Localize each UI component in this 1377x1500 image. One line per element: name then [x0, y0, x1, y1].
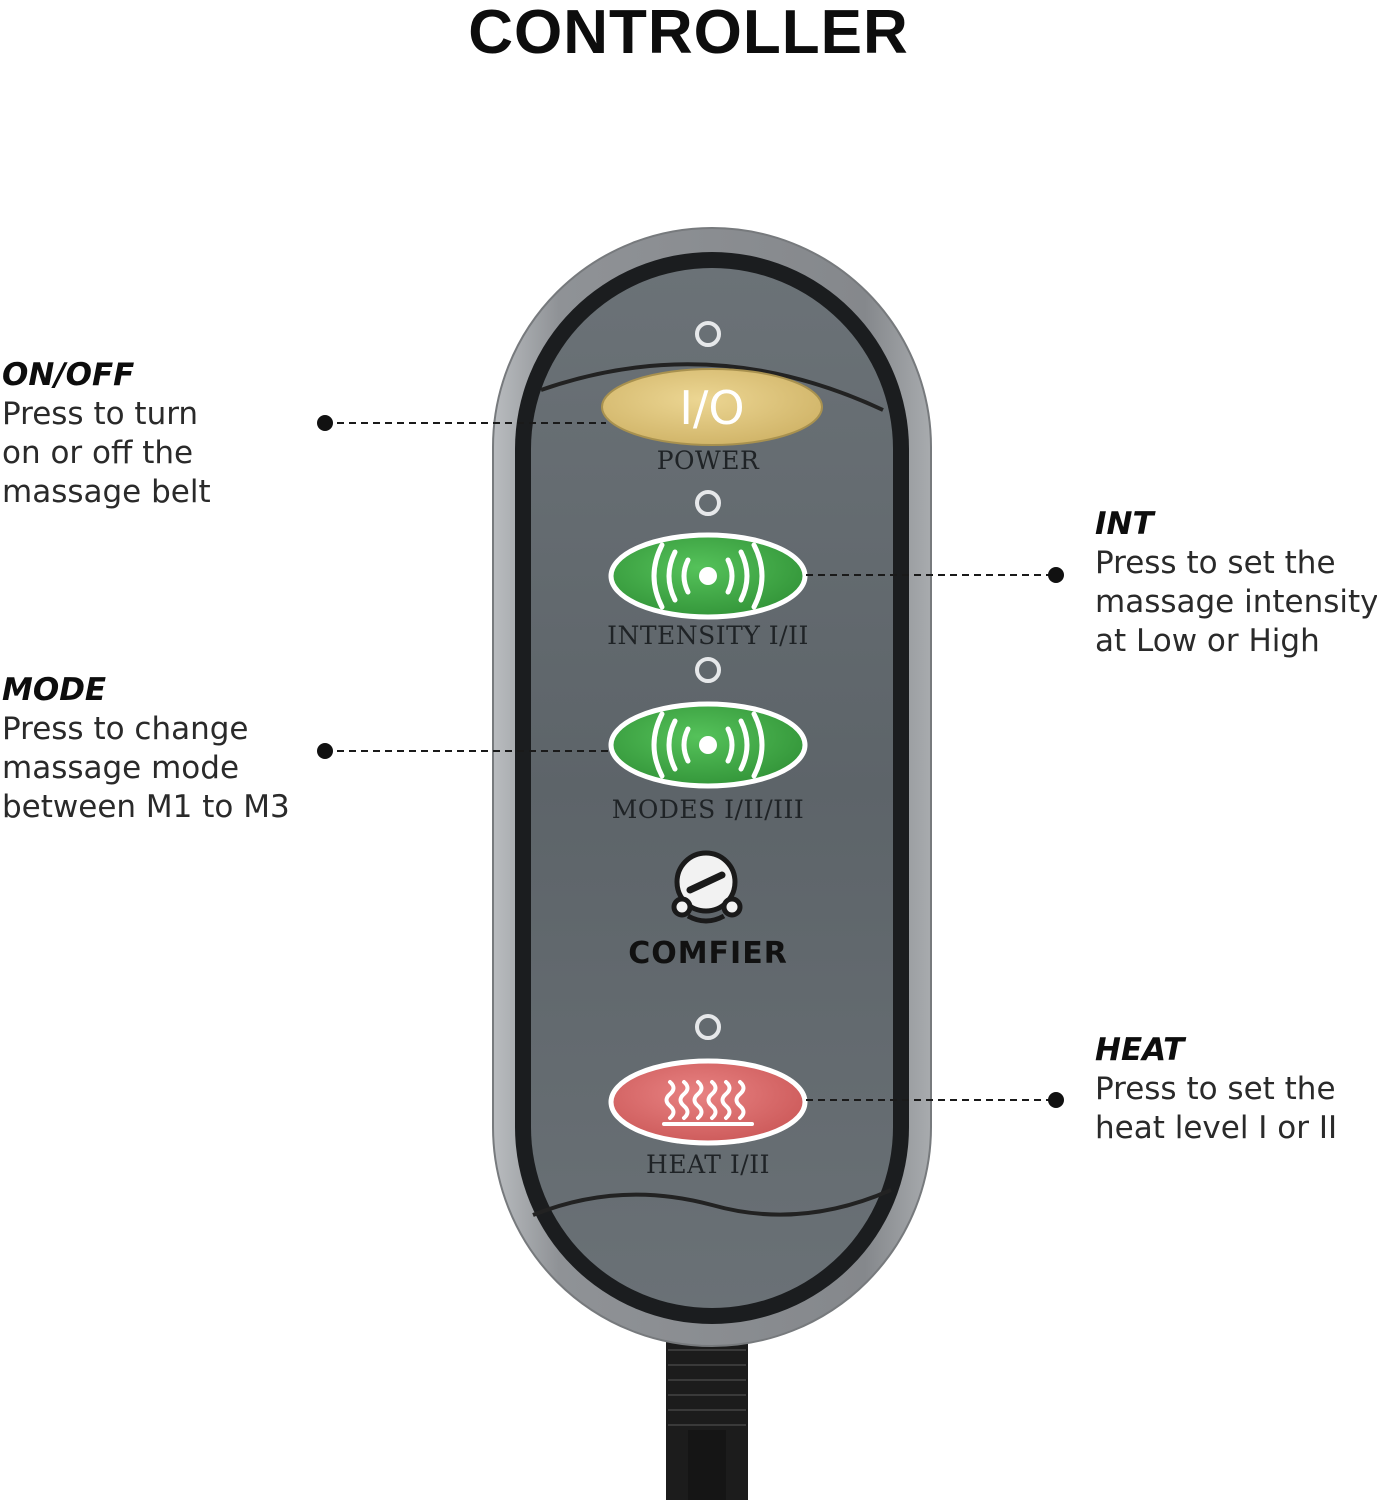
callout-heat: HEAT Press to set the heat level I or II: [1095, 1031, 1337, 1148]
callout-heat-line-1: Press to set the: [1095, 1071, 1336, 1107]
modes-button[interactable]: [608, 701, 808, 789]
callout-onoff-line-3: massage belt: [2, 474, 211, 510]
callout-mode-line-3: between M1 to M3: [2, 789, 290, 825]
callout-onoff-line-1: Press to turn: [2, 396, 199, 432]
power-label: POWER: [656, 446, 760, 475]
callout-onoff: ON/OFF Press to turn on or off the massa…: [2, 356, 211, 512]
modes-led: [695, 657, 721, 683]
leader-dot-int: [1048, 567, 1064, 583]
callout-int-heading: INT: [1095, 506, 1154, 542]
callout-int-line-2: massage intensity,: [1095, 584, 1377, 620]
power-symbol: I/O: [679, 381, 744, 435]
callout-int-line-1: Press to set the: [1095, 545, 1336, 581]
intensity-label: INTENSITY I/II: [607, 621, 809, 650]
intensity-button[interactable]: [608, 532, 808, 620]
modes-label: MODES I/II/III: [611, 795, 805, 824]
brand-mascot-icon: [671, 850, 743, 924]
callout-mode-line-1: Press to change: [2, 711, 249, 747]
power-button[interactable]: I/O: [601, 368, 823, 446]
callout-mode-line-2: massage mode: [2, 750, 240, 786]
callout-mode-heading: MODE: [2, 672, 107, 708]
leader-dot-heat: [1048, 1092, 1064, 1108]
callout-onoff-line-2: on or off the: [2, 435, 194, 471]
brand-name: COMFIER: [628, 936, 788, 971]
intensity-led: [695, 490, 721, 516]
vibration-icon: [651, 711, 765, 779]
callout-mode: MODE Press to change massage mode betwee…: [2, 671, 290, 827]
leader-dot-onoff: [317, 415, 333, 431]
page-title: CONTROLLER: [468, 0, 909, 67]
heat-label: HEAT I/II: [646, 1150, 770, 1179]
heat-waves-icon: [662, 1080, 754, 1126]
callout-onoff-heading: ON/OFF: [2, 357, 135, 393]
callout-int: INT Press to set the massage intensity, …: [1095, 505, 1377, 661]
leader-dot-mode: [317, 743, 333, 759]
heat-led: [695, 1014, 721, 1040]
callout-heat-heading: HEAT: [1095, 1032, 1185, 1068]
heat-button[interactable]: [608, 1058, 808, 1146]
leader-lines: [325, 422, 1056, 1101]
vibration-icon: [651, 542, 765, 610]
power-led: [695, 321, 721, 347]
callout-heat-line-2: heat level I or II: [1095, 1110, 1338, 1146]
callout-int-line-3: at Low or High: [1095, 623, 1320, 659]
